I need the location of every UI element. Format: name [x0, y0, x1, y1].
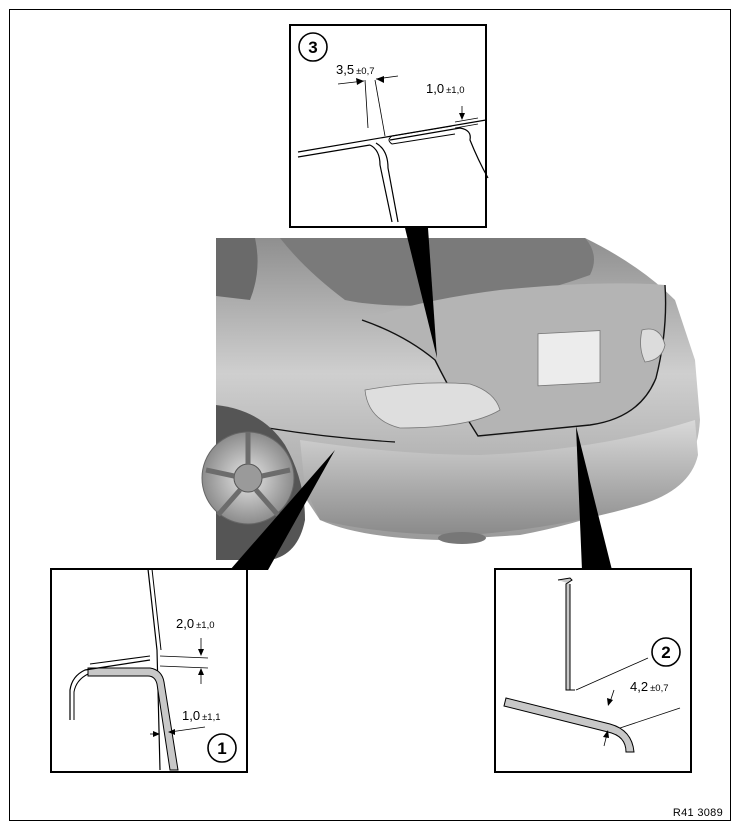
tail-lamp-left	[364, 382, 501, 429]
pointer-detail-2	[576, 426, 612, 570]
detail-1-gap-bottom-tolerance: ±1,1	[202, 712, 220, 723]
detail-3-gap-left-tolerance: ±0,7	[356, 66, 374, 77]
detail-1-gap-top-value: 2,0	[176, 616, 194, 631]
svg-text:3,5±0,7: 3,5±0,7	[336, 62, 375, 77]
license-plate	[537, 330, 601, 387]
detail-1-panel: 1 2,0±1,0 1,0±1,1	[50, 568, 248, 773]
svg-text:1,0±1,1: 1,0±1,1	[182, 708, 221, 723]
detail-3-gap-left-value: 3,5	[336, 62, 354, 77]
detail-1-number: 1	[217, 739, 226, 758]
svg-text:4,2±0,7: 4,2±0,7	[630, 679, 669, 694]
detail-2-number: 2	[661, 643, 670, 662]
trunk-lid	[362, 283, 667, 438]
detail-1-gap-top-tolerance: ±1,0	[196, 620, 214, 631]
diagram-border	[9, 9, 731, 821]
detail-3-number: 3	[308, 38, 317, 57]
pointer-detail-1	[230, 450, 335, 570]
exhaust-pipe	[438, 532, 486, 544]
detail-1-gap-bottom-value: 1,0	[182, 708, 200, 723]
side-window	[216, 238, 258, 300]
detail-3-gap-right-value: 1,0	[426, 81, 444, 96]
detail-3-panel: 3 3,5±0,7 1,0±1,0	[289, 24, 489, 228]
car-rear-illustration	[201, 238, 700, 560]
detail-2-gap-value: 4,2	[630, 679, 648, 694]
detail-2-panel: 2 4,2±0,7	[494, 568, 692, 773]
detail-2-gap-tolerance: ±0,7	[650, 683, 668, 694]
bumper-gap-line	[267, 427, 396, 443]
rear-bumper	[300, 420, 698, 535]
pointer-detail-3	[405, 228, 437, 358]
svg-text:2,0±1,0: 2,0±1,0	[176, 616, 215, 631]
tail-lamp-right	[640, 328, 666, 363]
detail-3-gap-right-tolerance: ±1,0	[446, 85, 464, 96]
svg-text:1,0±1,0: 1,0±1,0	[426, 81, 465, 96]
reference-code: R41 3089	[672, 807, 723, 819]
